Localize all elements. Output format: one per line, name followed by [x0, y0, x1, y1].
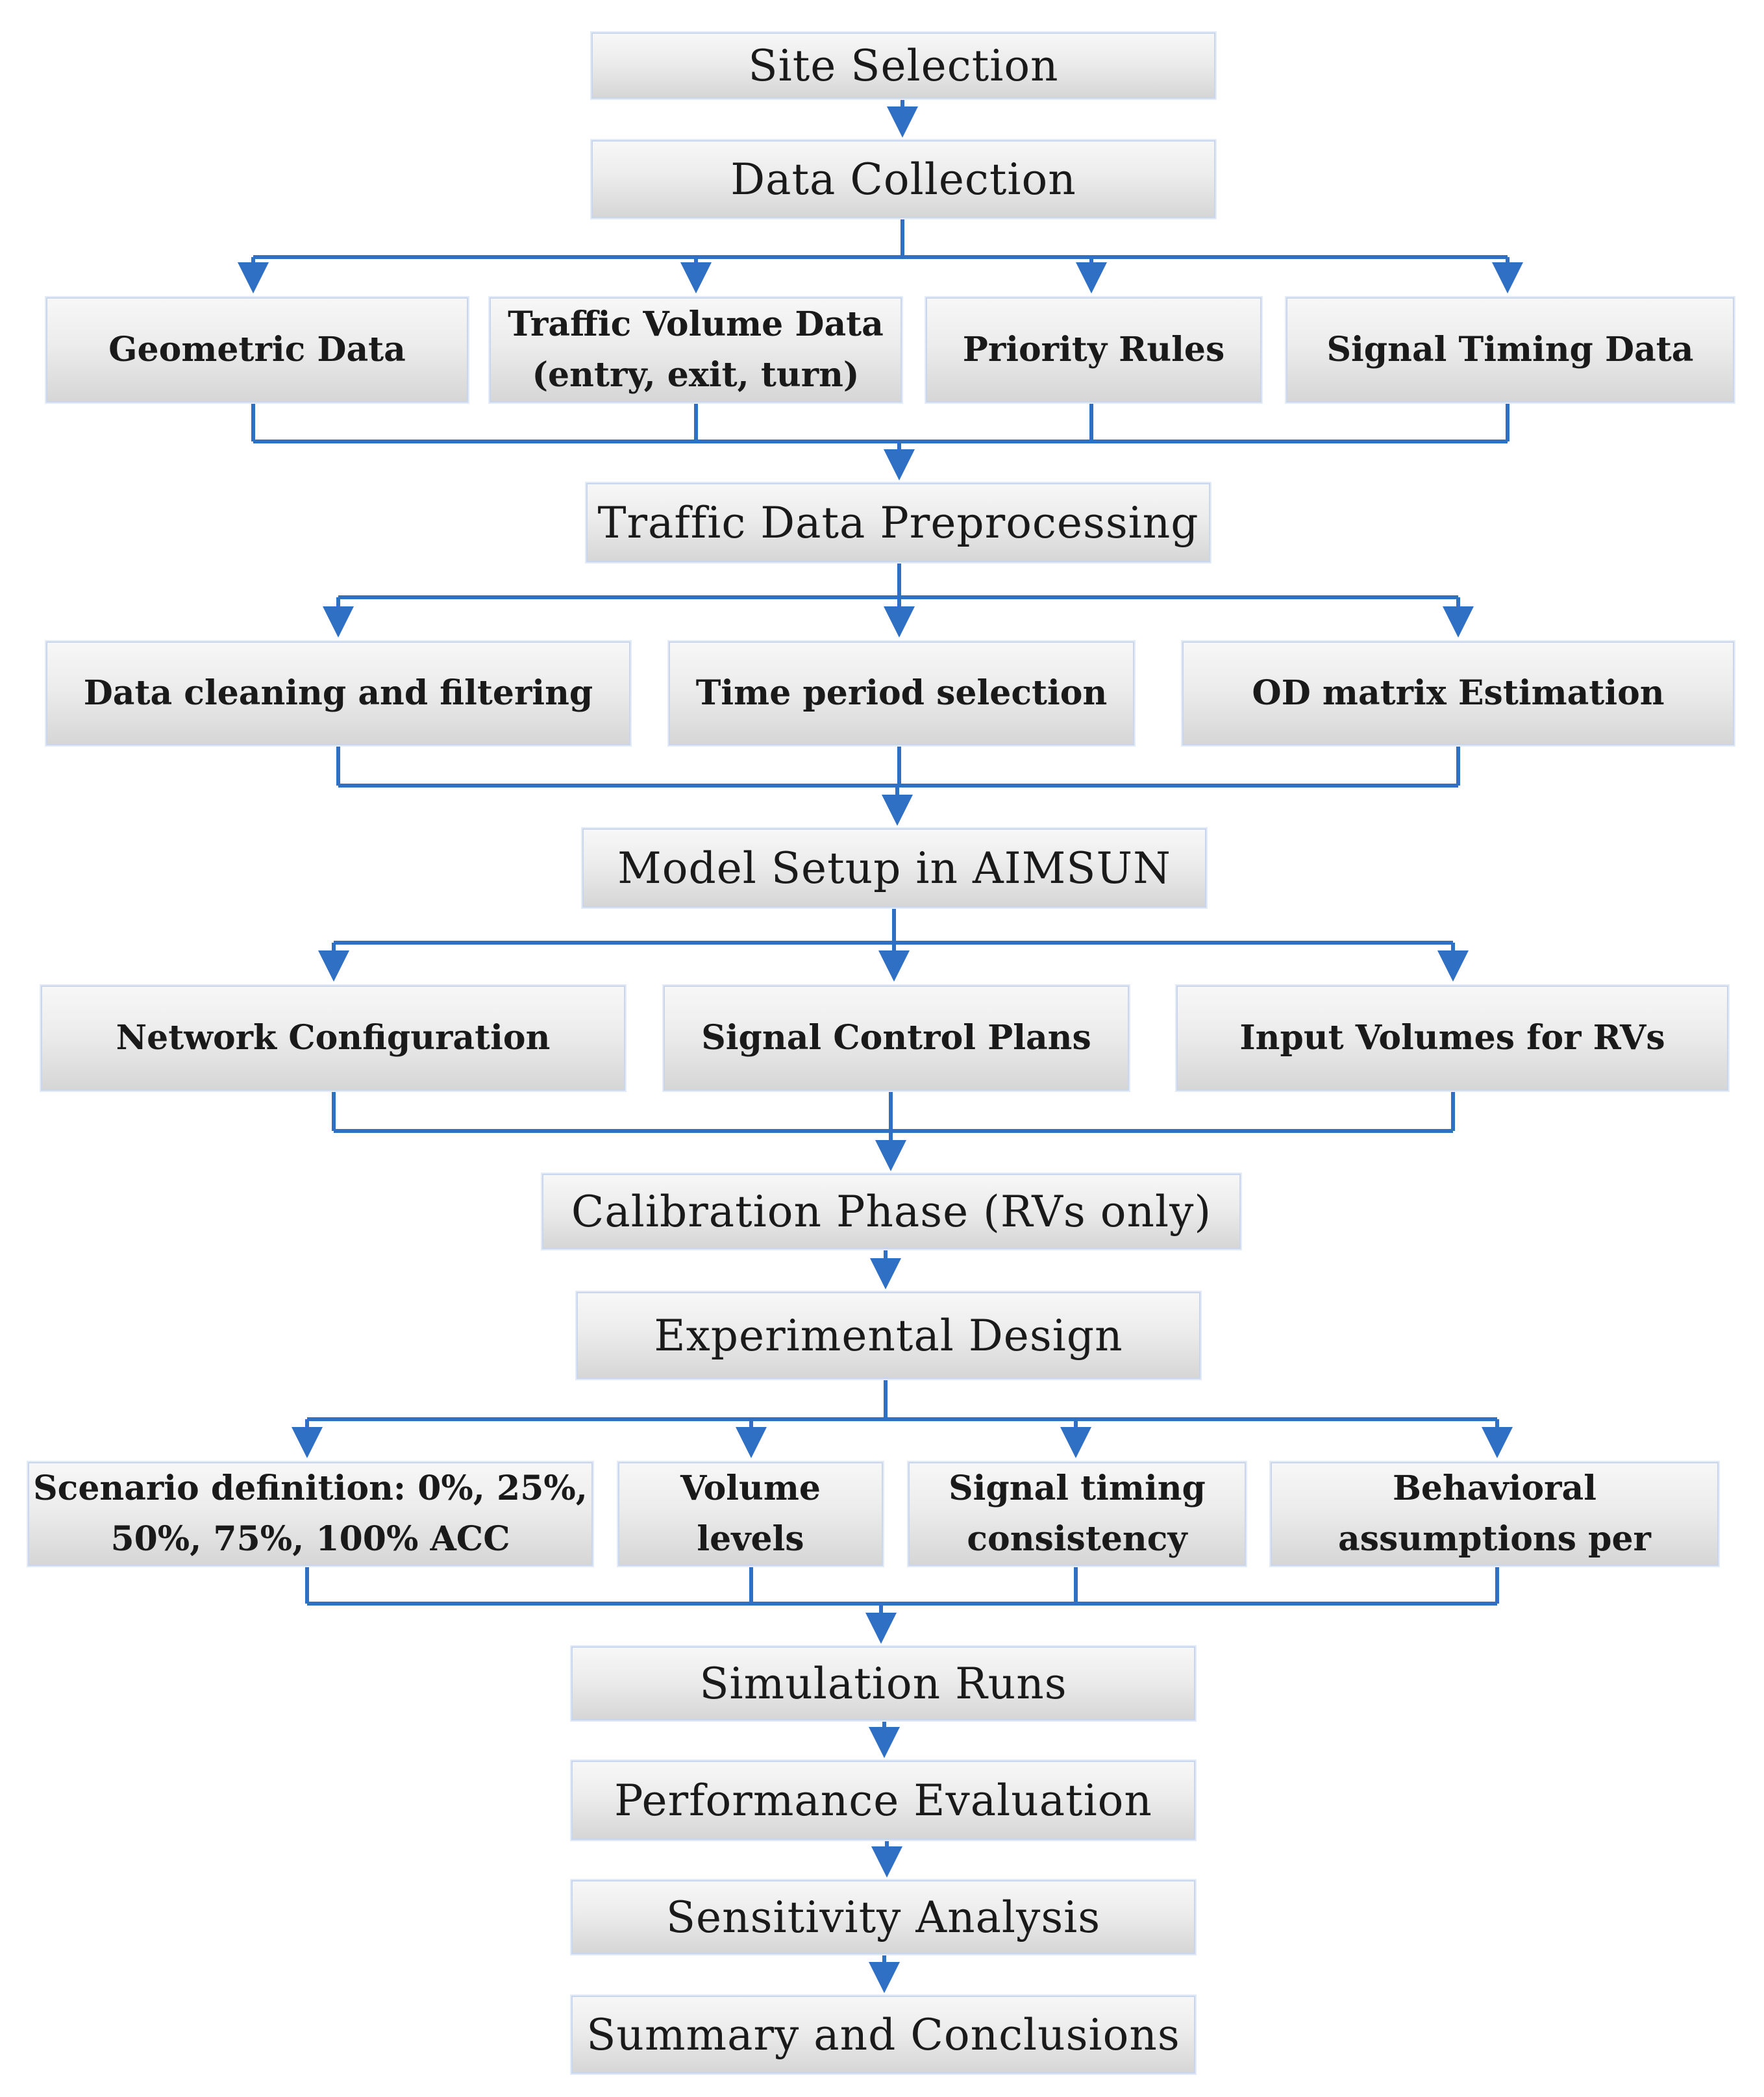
item-label-line2: (entry, exit, turn)	[532, 355, 860, 395]
item-signal-timing-consistency: Signal timing consistency	[908, 1462, 1246, 1566]
step-label: Simulation Runs	[699, 1658, 1067, 1709]
item-label-line2: 50%, 75%, 100% ACC	[110, 1519, 510, 1559]
item-volume-levels: Volume levels	[618, 1462, 883, 1566]
step-simulation-runs: Simulation Runs	[571, 1646, 1195, 1720]
item-label-line2: levels	[697, 1519, 804, 1559]
item-label: Priority Rules	[962, 330, 1225, 369]
step-label: Sensitivity Analysis	[665, 1892, 1101, 1942]
item-signal-timing-data: Signal Timing Data	[1286, 297, 1734, 403]
item-label: Signal Timing Data	[1326, 330, 1694, 369]
step-label: Model Setup in AIMSUN	[617, 843, 1171, 893]
item-priority-rules: Priority Rules	[926, 297, 1261, 403]
step-traffic-data-preprocessing: Traffic Data Preprocessing	[586, 483, 1210, 562]
step-site-selection: Site Selection	[591, 32, 1215, 99]
item-label: Input Volumes for RVs	[1239, 1018, 1665, 1058]
item-label-line1: Behavioral	[1392, 1469, 1596, 1508]
item-label-line1: Traffic Volume Data	[508, 304, 884, 344]
step-model-setup: Model Setup in AIMSUN	[582, 828, 1206, 908]
item-traffic-volume-data: Traffic Volume Data (entry, exit, turn)	[490, 297, 902, 403]
item-label: Geometric Data	[108, 330, 406, 369]
step-label: Performance Evaluation	[614, 1775, 1152, 1826]
step-experimental-design: Experimental Design	[577, 1292, 1200, 1379]
item-label: OD matrix Estimation	[1252, 673, 1665, 713]
step-label: Traffic Data Preprocessing	[597, 497, 1199, 548]
item-network-configuration: Network Configuration	[41, 986, 625, 1091]
step-label: Site Selection	[748, 40, 1059, 91]
step-label: Summary and Conclusions	[586, 2009, 1180, 2060]
step-sensitivity-analysis: Sensitivity Analysis	[571, 1880, 1195, 1954]
step-calibration-phase: Calibration Phase (RVs only)	[542, 1174, 1241, 1249]
item-scenario-definition: Scenario definition: 0%, 25%, 50%, 75%, …	[28, 1462, 593, 1566]
step-summary-conclusions: Summary and Conclusions	[571, 1996, 1195, 2074]
item-data-cleaning: Data cleaning and filtering	[46, 641, 630, 745]
step-performance-evaluation: Performance Evaluation	[571, 1761, 1195, 1840]
step-label: Calibration Phase (RVs only)	[571, 1186, 1212, 1237]
step-data-collection: Data Collection	[591, 140, 1215, 218]
item-time-period-selection: Time period selection	[669, 641, 1134, 745]
item-label-line1: Volume	[680, 1469, 821, 1508]
step-label: Experimental Design	[654, 1310, 1123, 1361]
item-label: Signal Control Plans	[701, 1018, 1091, 1058]
item-label-line1: Signal timing	[949, 1469, 1206, 1508]
step-label: Data Collection	[730, 154, 1076, 205]
item-label-line1: Scenario definition: 0%, 25%,	[33, 1469, 588, 1508]
item-od-matrix-estimation: OD matrix Estimation	[1182, 641, 1734, 745]
item-behavioral-assumptions: Behavioral assumptions per	[1271, 1462, 1719, 1566]
item-label-line2: assumptions per	[1338, 1519, 1651, 1559]
item-label: Data cleaning and filtering	[83, 673, 593, 713]
item-label: Time period selection	[695, 673, 1108, 713]
item-label-line2: consistency	[967, 1519, 1187, 1559]
item-input-volumes: Input Volumes for RVs	[1176, 986, 1728, 1091]
item-signal-control-plans: Signal Control Plans	[664, 986, 1129, 1091]
item-label: Network Configuration	[116, 1018, 551, 1058]
item-geometric-data: Geometric Data	[46, 297, 468, 403]
